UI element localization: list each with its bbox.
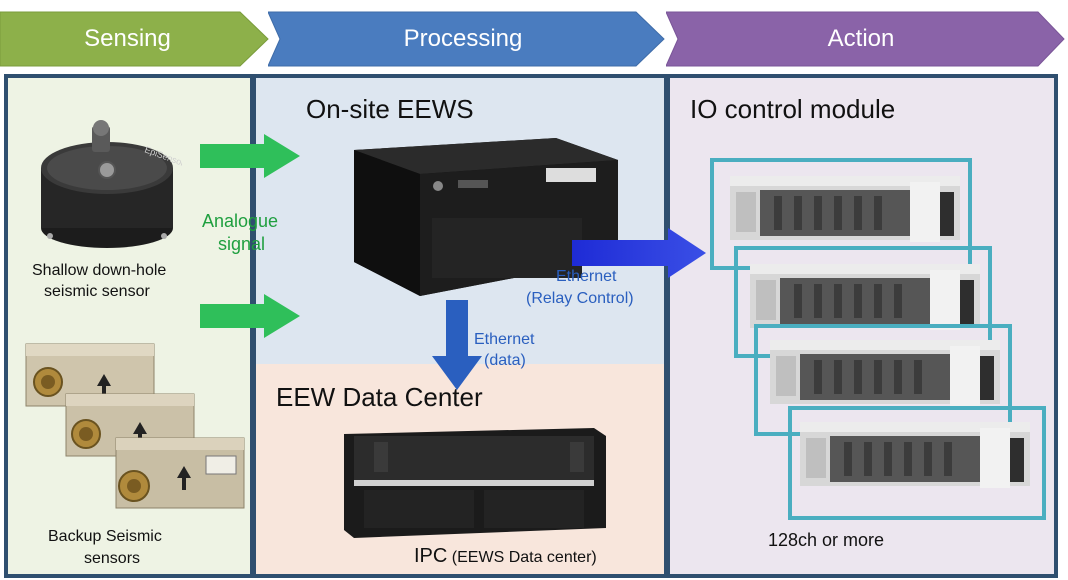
stage-label-processing: Processing (403, 25, 523, 52)
io-modules-image (710, 158, 1046, 520)
io-module-1 (710, 158, 972, 270)
green-arrow-lower (200, 294, 300, 338)
ethernet-data-label-line2: (data) (484, 352, 526, 369)
ethernet-relay-label-line1: Ethernet (556, 268, 617, 285)
ethernet-data-label-line1: Ethernet (474, 331, 535, 348)
stage-label-action: Action (827, 25, 895, 52)
io-module-3 (754, 324, 1012, 436)
stage-header-processing: Processing (268, 8, 668, 70)
shallow-sensor-label-line2: seismic sensor (44, 283, 150, 300)
ethernet-relay-arrow (572, 228, 706, 278)
analogue-signal-line1: Analogue (202, 211, 279, 231)
backup-sensors-label-line1: Backup Seismic (48, 528, 162, 545)
stage-header-action: Action (666, 8, 1066, 70)
ipc-label: IPC (EEWS Data center) (414, 545, 597, 568)
chevron-sensing-shape (0, 11, 269, 67)
ethernet-relay-label-line2: (Relay Control) (526, 290, 634, 307)
ipc-label-sub: (EEWS Data center) (451, 549, 597, 566)
ethernet-data-arrow (432, 300, 482, 390)
green-arrow-upper (200, 134, 300, 178)
io-channels-label: 128ch or more (768, 530, 885, 550)
shallow-sensor-label-line1: Shallow down-hole (32, 262, 167, 279)
chevron-action-shape (666, 11, 1065, 67)
stage-label-sensing: Sensing (84, 25, 171, 52)
analogue-signal-line2: signal (218, 234, 266, 254)
onsite-eews-title: On-site EEWS (306, 94, 474, 124)
ipc-label-main: IPC (414, 545, 448, 567)
episensor-image: EpiSensor (41, 120, 182, 248)
io-module-2 (734, 246, 992, 358)
ipc-server-image (344, 428, 606, 538)
chevron-processing-shape (268, 11, 665, 67)
stage-header-sensing: Sensing (0, 8, 270, 70)
action-frame (666, 74, 1058, 578)
datacenter-title: EEW Data Center (276, 382, 483, 412)
io-module-4 (788, 406, 1046, 520)
io-control-title: IO control module (690, 94, 896, 124)
onsite-eews-server-image (354, 138, 618, 296)
backup-sensors-label-line2: sensors (84, 550, 141, 567)
backup-sensors-image (25, 343, 245, 509)
